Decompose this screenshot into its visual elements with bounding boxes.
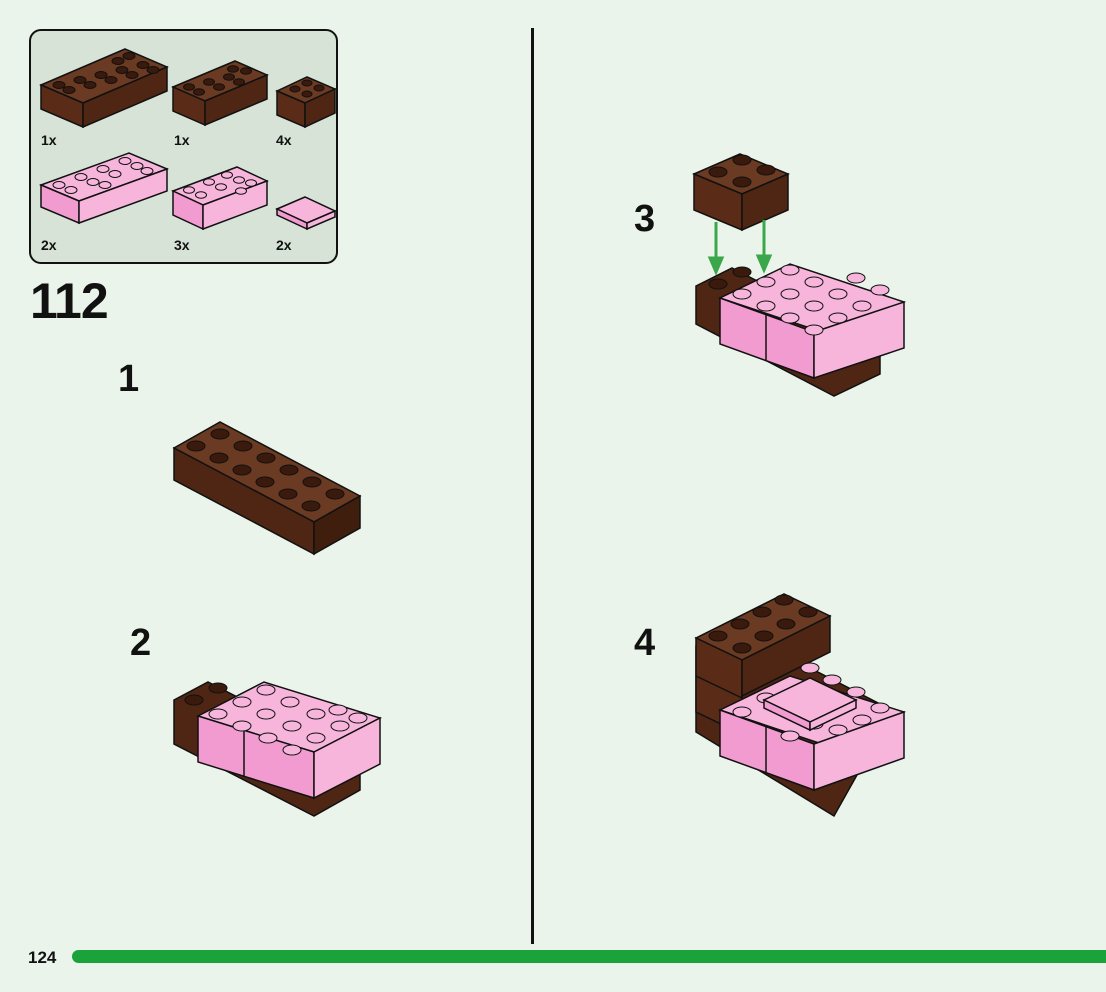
page-footer-bar xyxy=(72,950,1106,963)
brick-2x2-brown xyxy=(275,76,337,129)
step-3-assembly xyxy=(692,153,906,397)
brick-2x4-pink xyxy=(171,166,269,231)
part-qty: 4x xyxy=(276,132,292,148)
brick-2x6-brown xyxy=(171,60,269,127)
parts-list-box: 1x 1x 4x 2x xyxy=(29,29,338,264)
column-divider xyxy=(531,28,534,944)
part-qty: 2x xyxy=(41,237,57,253)
part-qty: 2x xyxy=(276,237,292,253)
step-number: 3 xyxy=(634,198,656,240)
brick-2x8-brown xyxy=(39,48,169,129)
step-number: 1 xyxy=(118,358,140,400)
part-qty: 1x xyxy=(41,132,57,148)
step-4-assembly xyxy=(694,593,906,818)
tile-2x2-pink xyxy=(275,196,337,231)
part-qty: 1x xyxy=(174,132,190,148)
step-1-brick xyxy=(172,421,362,556)
page-number: 124 xyxy=(28,948,57,967)
step-2-assembly xyxy=(173,681,382,817)
step-number: 4 xyxy=(634,622,656,664)
brick-2x6-pink xyxy=(38,152,170,225)
step-number: 2 xyxy=(130,622,152,664)
set-number: 112 xyxy=(30,273,109,329)
part-qty: 3x xyxy=(174,237,190,253)
